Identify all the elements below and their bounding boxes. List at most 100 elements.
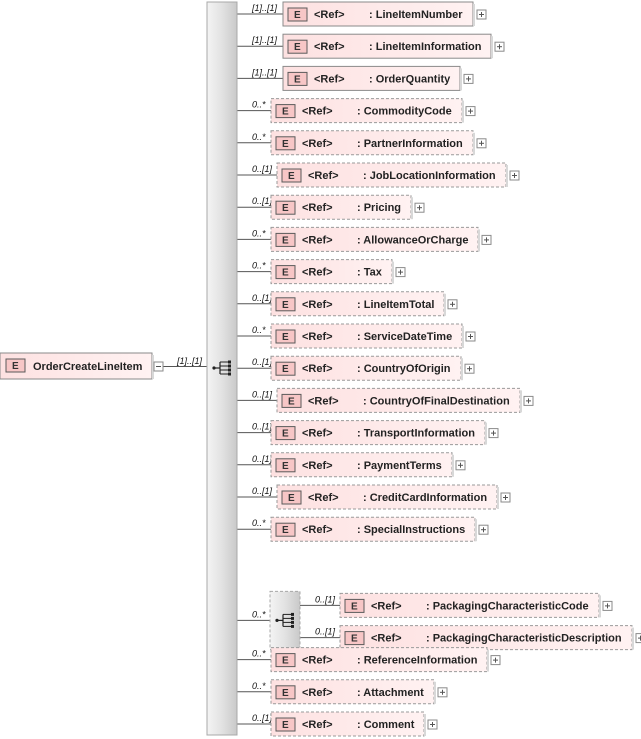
element-node-row-12[interactable]: E<Ref>: CountryOfFinalDestination	[276, 387, 534, 413]
element-node-row-6[interactable]: E<Ref>: Pricing	[270, 194, 425, 220]
element-type-icon: E	[275, 653, 296, 668]
element-type-letter: E	[282, 332, 289, 343]
expand-toggle[interactable]	[465, 331, 476, 342]
cardinality-label: [1]..[1]	[251, 67, 278, 77]
element-node-row-2[interactable]: E <Ref> : OrderQuantity	[282, 65, 474, 91]
expand-toggle[interactable]	[427, 719, 438, 730]
element-node-row-19[interactable]: E<Ref>: Attachment	[270, 679, 448, 705]
expand-toggle[interactable]	[476, 9, 487, 20]
expand-toggle[interactable]	[476, 138, 487, 149]
element-type-letter: E	[282, 203, 289, 214]
element-type-letter: E	[282, 461, 289, 472]
element-node-row-5[interactable]: E<Ref>: JobLocationInformation	[276, 162, 520, 188]
ref-label: <Ref>	[302, 655, 333, 667]
root-cardinality: [1]..[1]	[176, 356, 203, 366]
expand-toggle[interactable]	[455, 460, 466, 471]
nested-sequence-icon	[275, 612, 294, 628]
expand-toggle[interactable]	[602, 600, 613, 611]
element-node-row-3[interactable]: E<Ref>: CommodityCode	[270, 98, 476, 124]
element-type-icon: E	[344, 631, 365, 646]
element-type-icon: E	[275, 329, 296, 344]
expand-toggle[interactable]	[494, 41, 505, 52]
nested-sequence-box	[269, 590, 301, 650]
element-node-row-1[interactable]: E<Ref>: LineItemInformation	[282, 33, 505, 59]
element-node-nested-0[interactable]: E<Ref>: PackagingCharacteristicCode	[339, 592, 613, 618]
element-type-icon: E	[275, 685, 296, 700]
cardinality-label: [1]..[1]	[251, 3, 278, 13]
element-box	[339, 592, 600, 618]
element-type-letter: E	[288, 396, 295, 407]
ref-label: <Ref>	[302, 202, 333, 214]
expand-toggle[interactable]	[523, 395, 534, 406]
cardinality-label: 0..[1]	[252, 196, 273, 206]
expand-toggle[interactable]	[635, 633, 641, 644]
element-type-letter: E	[282, 364, 289, 375]
element-name: : ReferenceInformation	[357, 655, 478, 667]
expand-toggle[interactable]	[490, 655, 501, 666]
element-type-letter: E	[282, 688, 289, 699]
expand-toggle[interactable]	[478, 524, 489, 535]
ref-label: <Ref>	[314, 41, 345, 53]
expand-toggle[interactable]	[488, 428, 499, 439]
element-name: : SpecialInstructions	[357, 524, 465, 536]
ref-label: <Ref>	[302, 460, 333, 472]
element-box	[282, 1, 474, 27]
element-type-letter: E	[294, 74, 301, 85]
element-node-nested-1[interactable]: E<Ref>: PackagingCharacteristicDescripti…	[339, 625, 641, 651]
element-node-row-16[interactable]: E<Ref>: SpecialInstructions	[270, 516, 489, 542]
ref-label: <Ref>	[308, 170, 339, 182]
element-type-icon: E	[275, 522, 296, 537]
expand-toggle[interactable]	[464, 363, 475, 374]
cardinality-label: 0..*	[252, 100, 266, 110]
ref-label: <Ref>	[314, 73, 345, 85]
expand-toggle[interactable]	[481, 234, 492, 245]
element-node-row-0[interactable]: E<Ref>: LineItemNumber	[282, 1, 487, 27]
expand-toggle[interactable]	[465, 106, 476, 117]
expand-toggle[interactable]	[500, 492, 511, 503]
element-name: : PackagingCharacteristicDescription	[426, 633, 622, 645]
ref-label: <Ref>	[302, 106, 333, 118]
element-name: : Tax	[357, 267, 383, 279]
expand-toggle[interactable]	[463, 73, 474, 84]
element-node-row-20[interactable]: E<Ref>: Comment	[270, 711, 438, 737]
element-type-icon: E	[281, 168, 302, 183]
element-node-row-4[interactable]: E<Ref>: PartnerInformation	[270, 130, 487, 156]
element-type-icon: E	[344, 598, 365, 613]
cardinality-label: 0..*	[252, 228, 266, 238]
element-node-row-18[interactable]: E <Ref> : ReferenceInformation	[270, 647, 501, 673]
expand-toggle[interactable]	[414, 202, 425, 213]
element-type-icon: E	[287, 7, 308, 22]
expand-toggle[interactable]	[395, 267, 406, 278]
element-node-row-13[interactable]: E<Ref>: TransportInformation	[270, 420, 499, 446]
expand-toggle[interactable]	[509, 170, 520, 181]
element-box	[270, 711, 425, 737]
ref-label: <Ref>	[302, 267, 333, 279]
expand-toggle[interactable]	[447, 299, 458, 310]
element-node-row-9[interactable]: E<Ref>: LineItemTotal	[270, 291, 458, 317]
ref-label: <Ref>	[302, 719, 333, 731]
expand-toggle[interactable]	[437, 687, 448, 698]
cardinality-label: 0..[1]	[252, 164, 273, 174]
element-type-letter: E	[282, 429, 289, 440]
element-node-row-14[interactable]: E <Ref> : PaymentTerms	[270, 452, 466, 478]
ref-label: <Ref>	[302, 363, 333, 375]
element-name: : PaymentTerms	[357, 460, 442, 472]
collapse-toggle[interactable]	[153, 361, 164, 372]
element-node-row-11[interactable]: E<Ref>: CountryOfOrigin	[270, 355, 475, 381]
element-node-row-8[interactable]: E<Ref>: Tax	[270, 259, 406, 285]
root-name: OrderCreateLineItem	[33, 361, 143, 373]
cardinality-label: 0..[1]	[252, 454, 273, 464]
element-node-row-15[interactable]: E<Ref>: CreditCardInformation	[276, 484, 511, 510]
element-box	[270, 679, 435, 705]
root-element[interactable]: E OrderCreateLineItem	[0, 352, 164, 380]
element-name: : OrderQuantity	[369, 73, 451, 85]
root-type-icon: E	[5, 358, 26, 373]
element-node-row-10[interactable]: E<Ref>: ServiceDateTime	[270, 323, 476, 349]
element-node-row-7[interactable]: E<Ref>: AllowanceOrCharge	[270, 226, 492, 252]
element-box	[270, 130, 474, 156]
ref-label: <Ref>	[308, 395, 339, 407]
element-box	[270, 516, 476, 542]
sequence-icon	[212, 360, 231, 376]
element-name: : TransportInformation	[357, 428, 475, 440]
